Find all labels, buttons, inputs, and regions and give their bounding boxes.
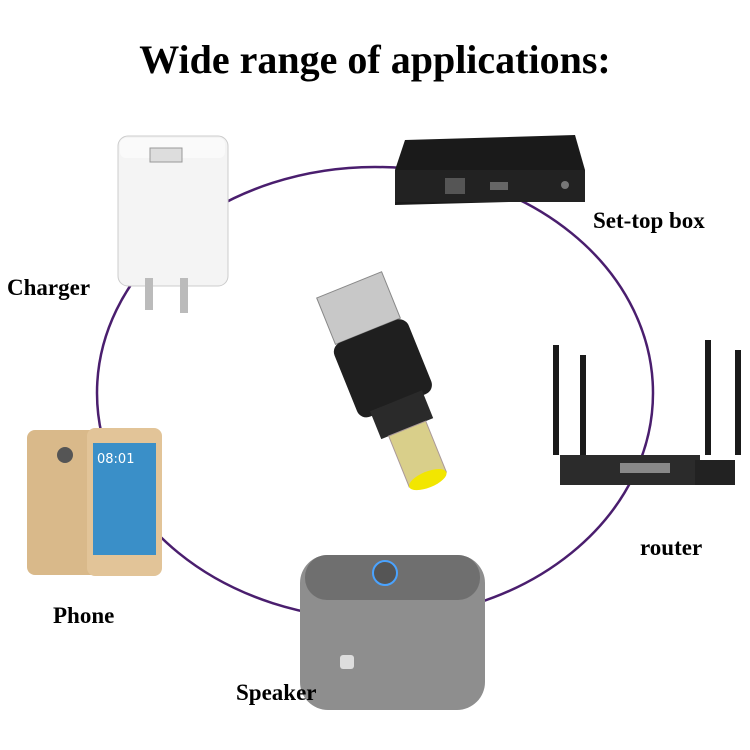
speaker-image — [300, 555, 485, 710]
charger-image — [117, 135, 229, 313]
settop-box-label: Set-top box — [593, 208, 705, 233]
phone-label: Phone — [53, 603, 115, 628]
settop-box-image — [395, 135, 585, 205]
speaker-label: Speaker — [236, 680, 317, 705]
router-label: router — [640, 535, 703, 560]
phone-time: 08:01 — [97, 452, 134, 467]
phone-image: 08:01 — [27, 428, 162, 576]
page-title: Wide range of applications: — [139, 37, 611, 82]
router-image — [553, 340, 741, 485]
usb-dc-adapter-image — [316, 271, 448, 491]
charger-label: Charger — [7, 275, 91, 300]
